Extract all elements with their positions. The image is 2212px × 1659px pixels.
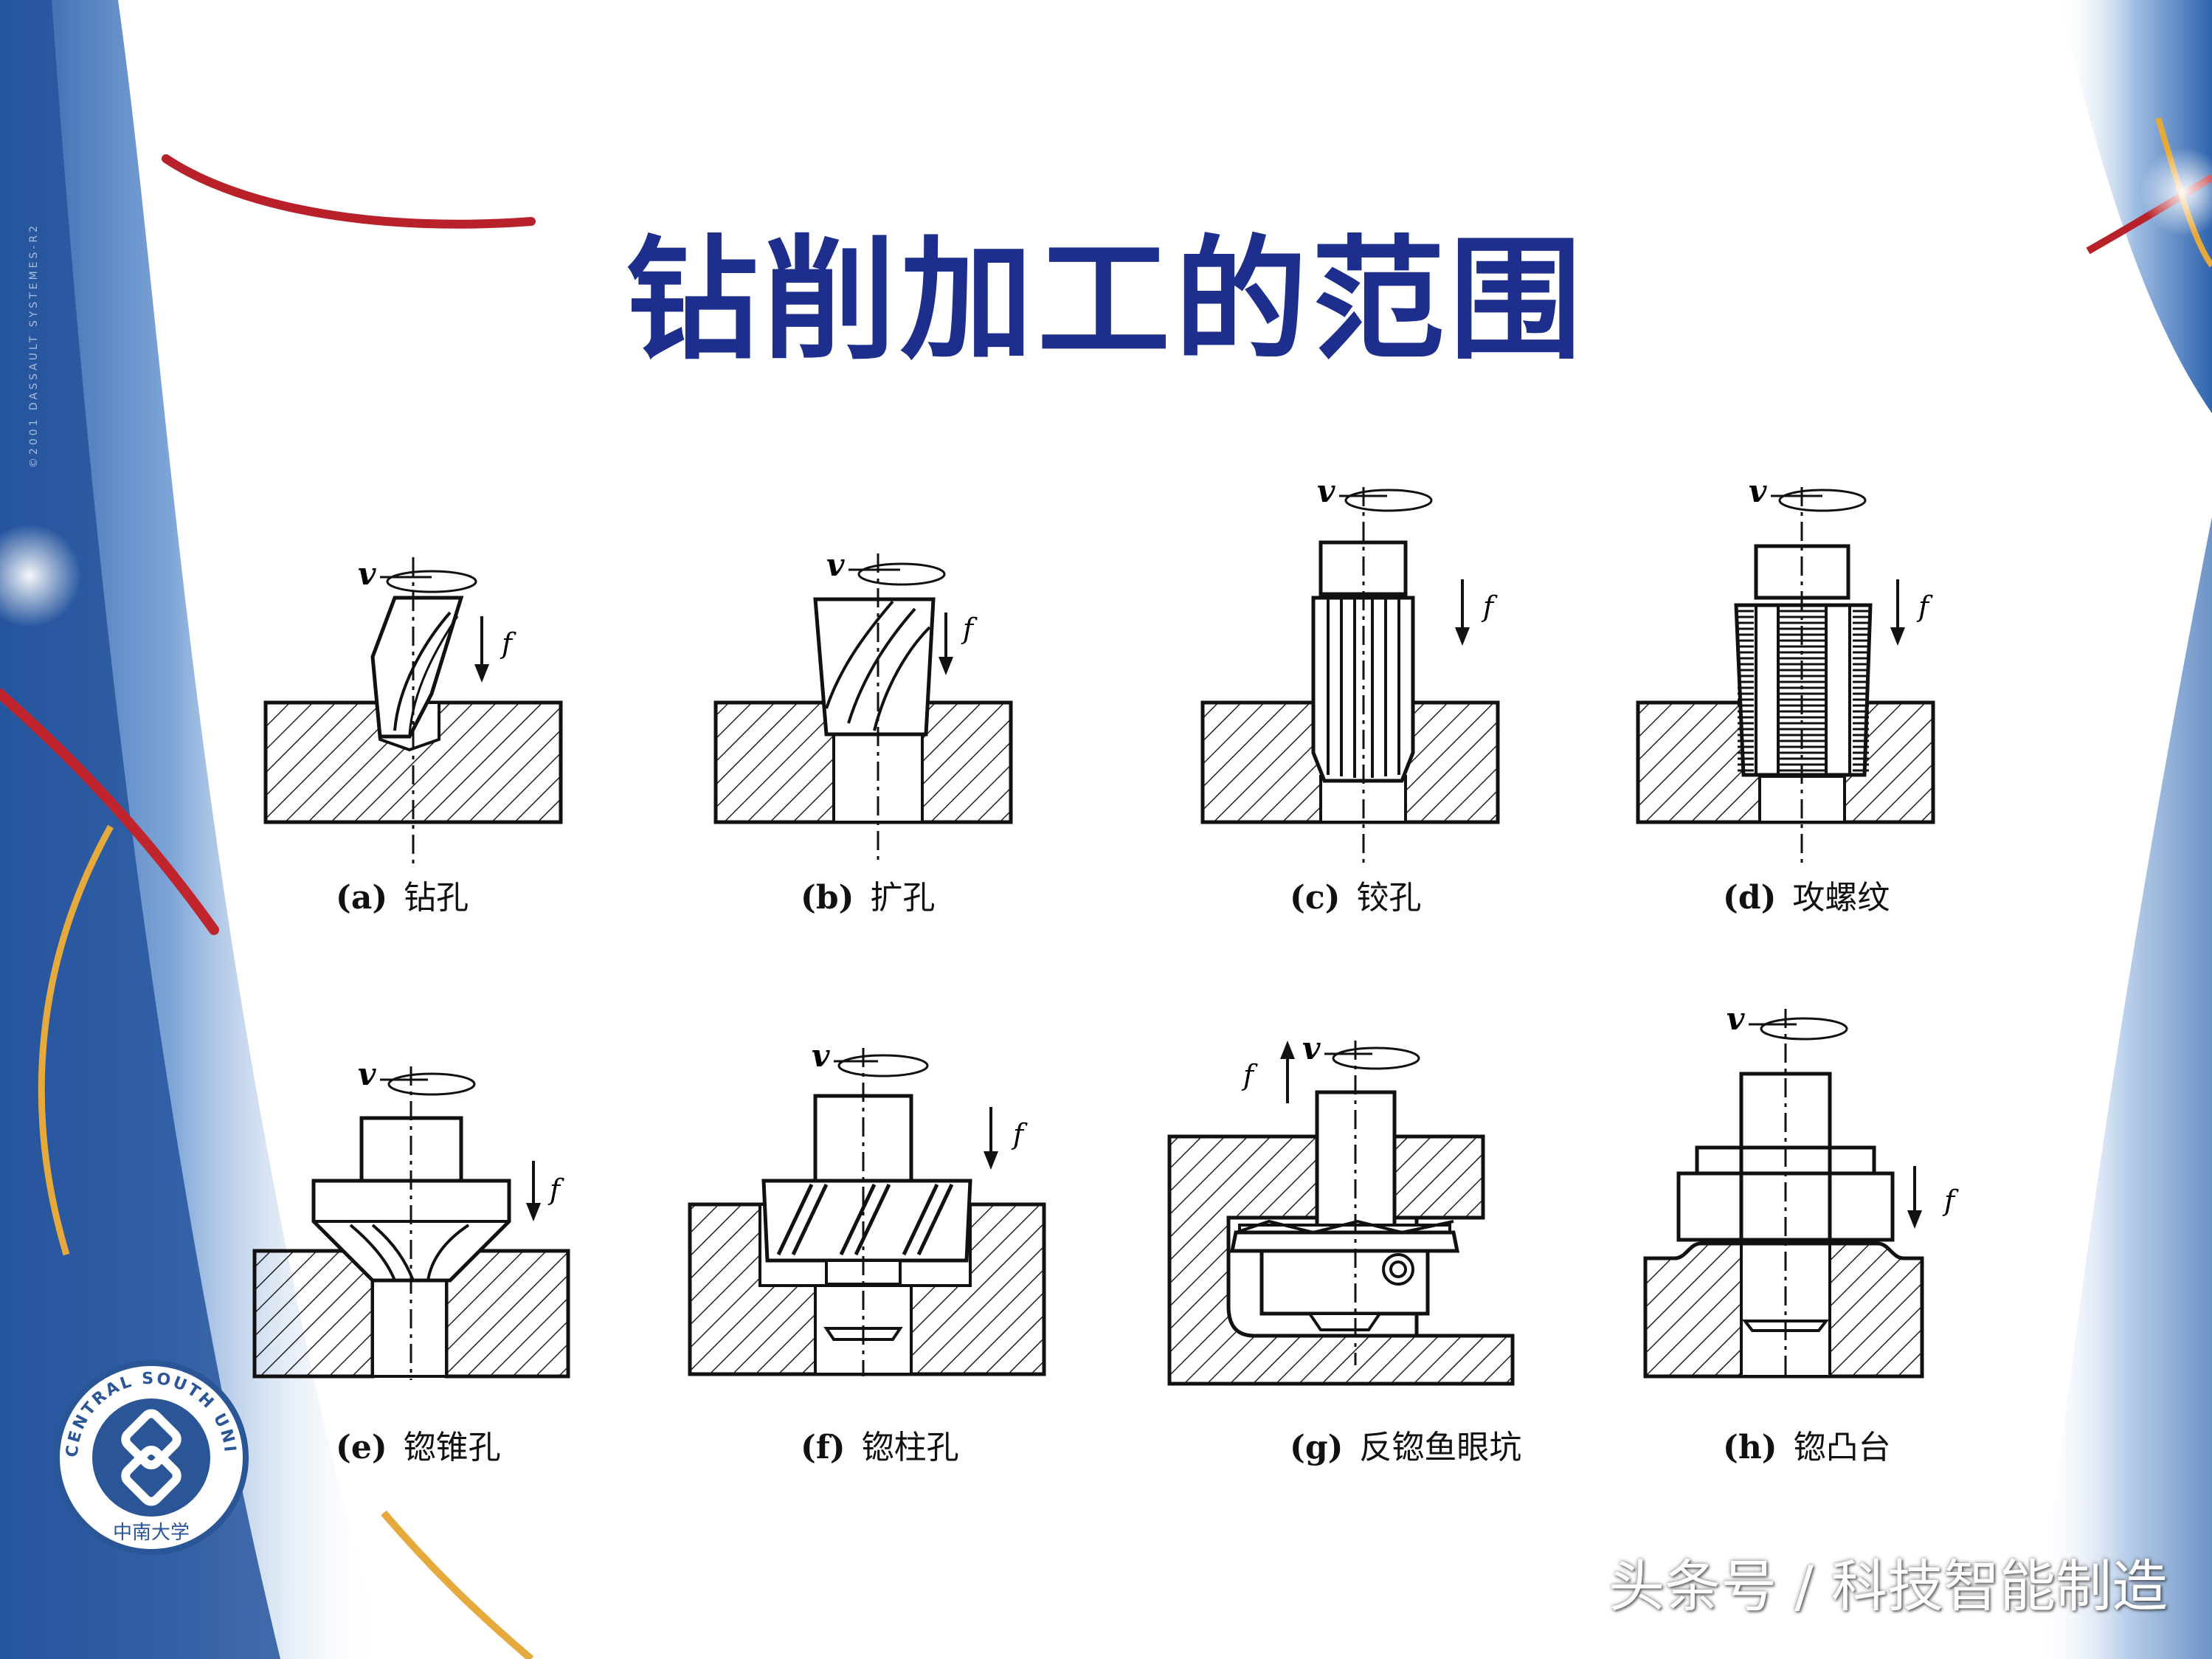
speed-symbol: v [826,547,845,583]
figure-c-reaming: v f [1200,473,1500,863]
feed-symbol: f [1241,1059,1258,1091]
speed-symbol: v [1317,473,1335,509]
speed-symbol: v [1727,1001,1745,1037]
feed-symbol: f [1481,590,1498,623]
feed-symbol: f [547,1173,564,1206]
figure-a-drilling: v f [263,556,563,863]
speed-symbol: v [358,556,376,592]
feed-symbol: f [500,627,516,660]
university-logo: CENTRAL SOUTH UNIVERSITY 中南大学 [52,1358,249,1555]
feed-symbol: f [961,613,978,645]
speed-symbol: v [1302,1030,1321,1066]
caption-e: (e)锪锥孔 [336,1429,501,1466]
figure-f-counterboring: v f [688,1038,1046,1376]
figure-g-back-spotfacing: v f [1167,1030,1515,1386]
caption-f: (f)锪柱孔 [801,1429,959,1466]
figure-d-tapping: v f [1636,473,1935,863]
figure-h-boss-facing: v f [1643,1001,1959,1380]
watermark-text: 头条号 / 科技智能制造 [1608,1553,2168,1619]
svg-text:中南大学: 中南大学 [113,1522,190,1544]
caption-h: (h)锪凸台 [1723,1429,1891,1466]
caption-d: (d)攻螺纹 [1723,879,1890,917]
caption-c: (c)铰孔 [1290,879,1422,917]
slide-title: 钻削加工的范围 [625,224,1586,378]
figure-b-core-drilling: v f [713,547,1013,863]
caption-b: (b)扩孔 [801,879,936,917]
speed-symbol: v [812,1038,830,1074]
speed-symbol: v [358,1056,376,1092]
caption-g: (g)反锪鱼眼坑 [1290,1429,1522,1466]
figure-e-countersinking: v f [252,1056,570,1380]
feed-symbol: f [1916,590,1933,623]
caption-a: (a)钻孔 [336,879,469,917]
speed-symbol: v [1749,473,1767,509]
feed-symbol: f [1011,1118,1028,1151]
feed-symbol: f [1942,1184,1959,1217]
